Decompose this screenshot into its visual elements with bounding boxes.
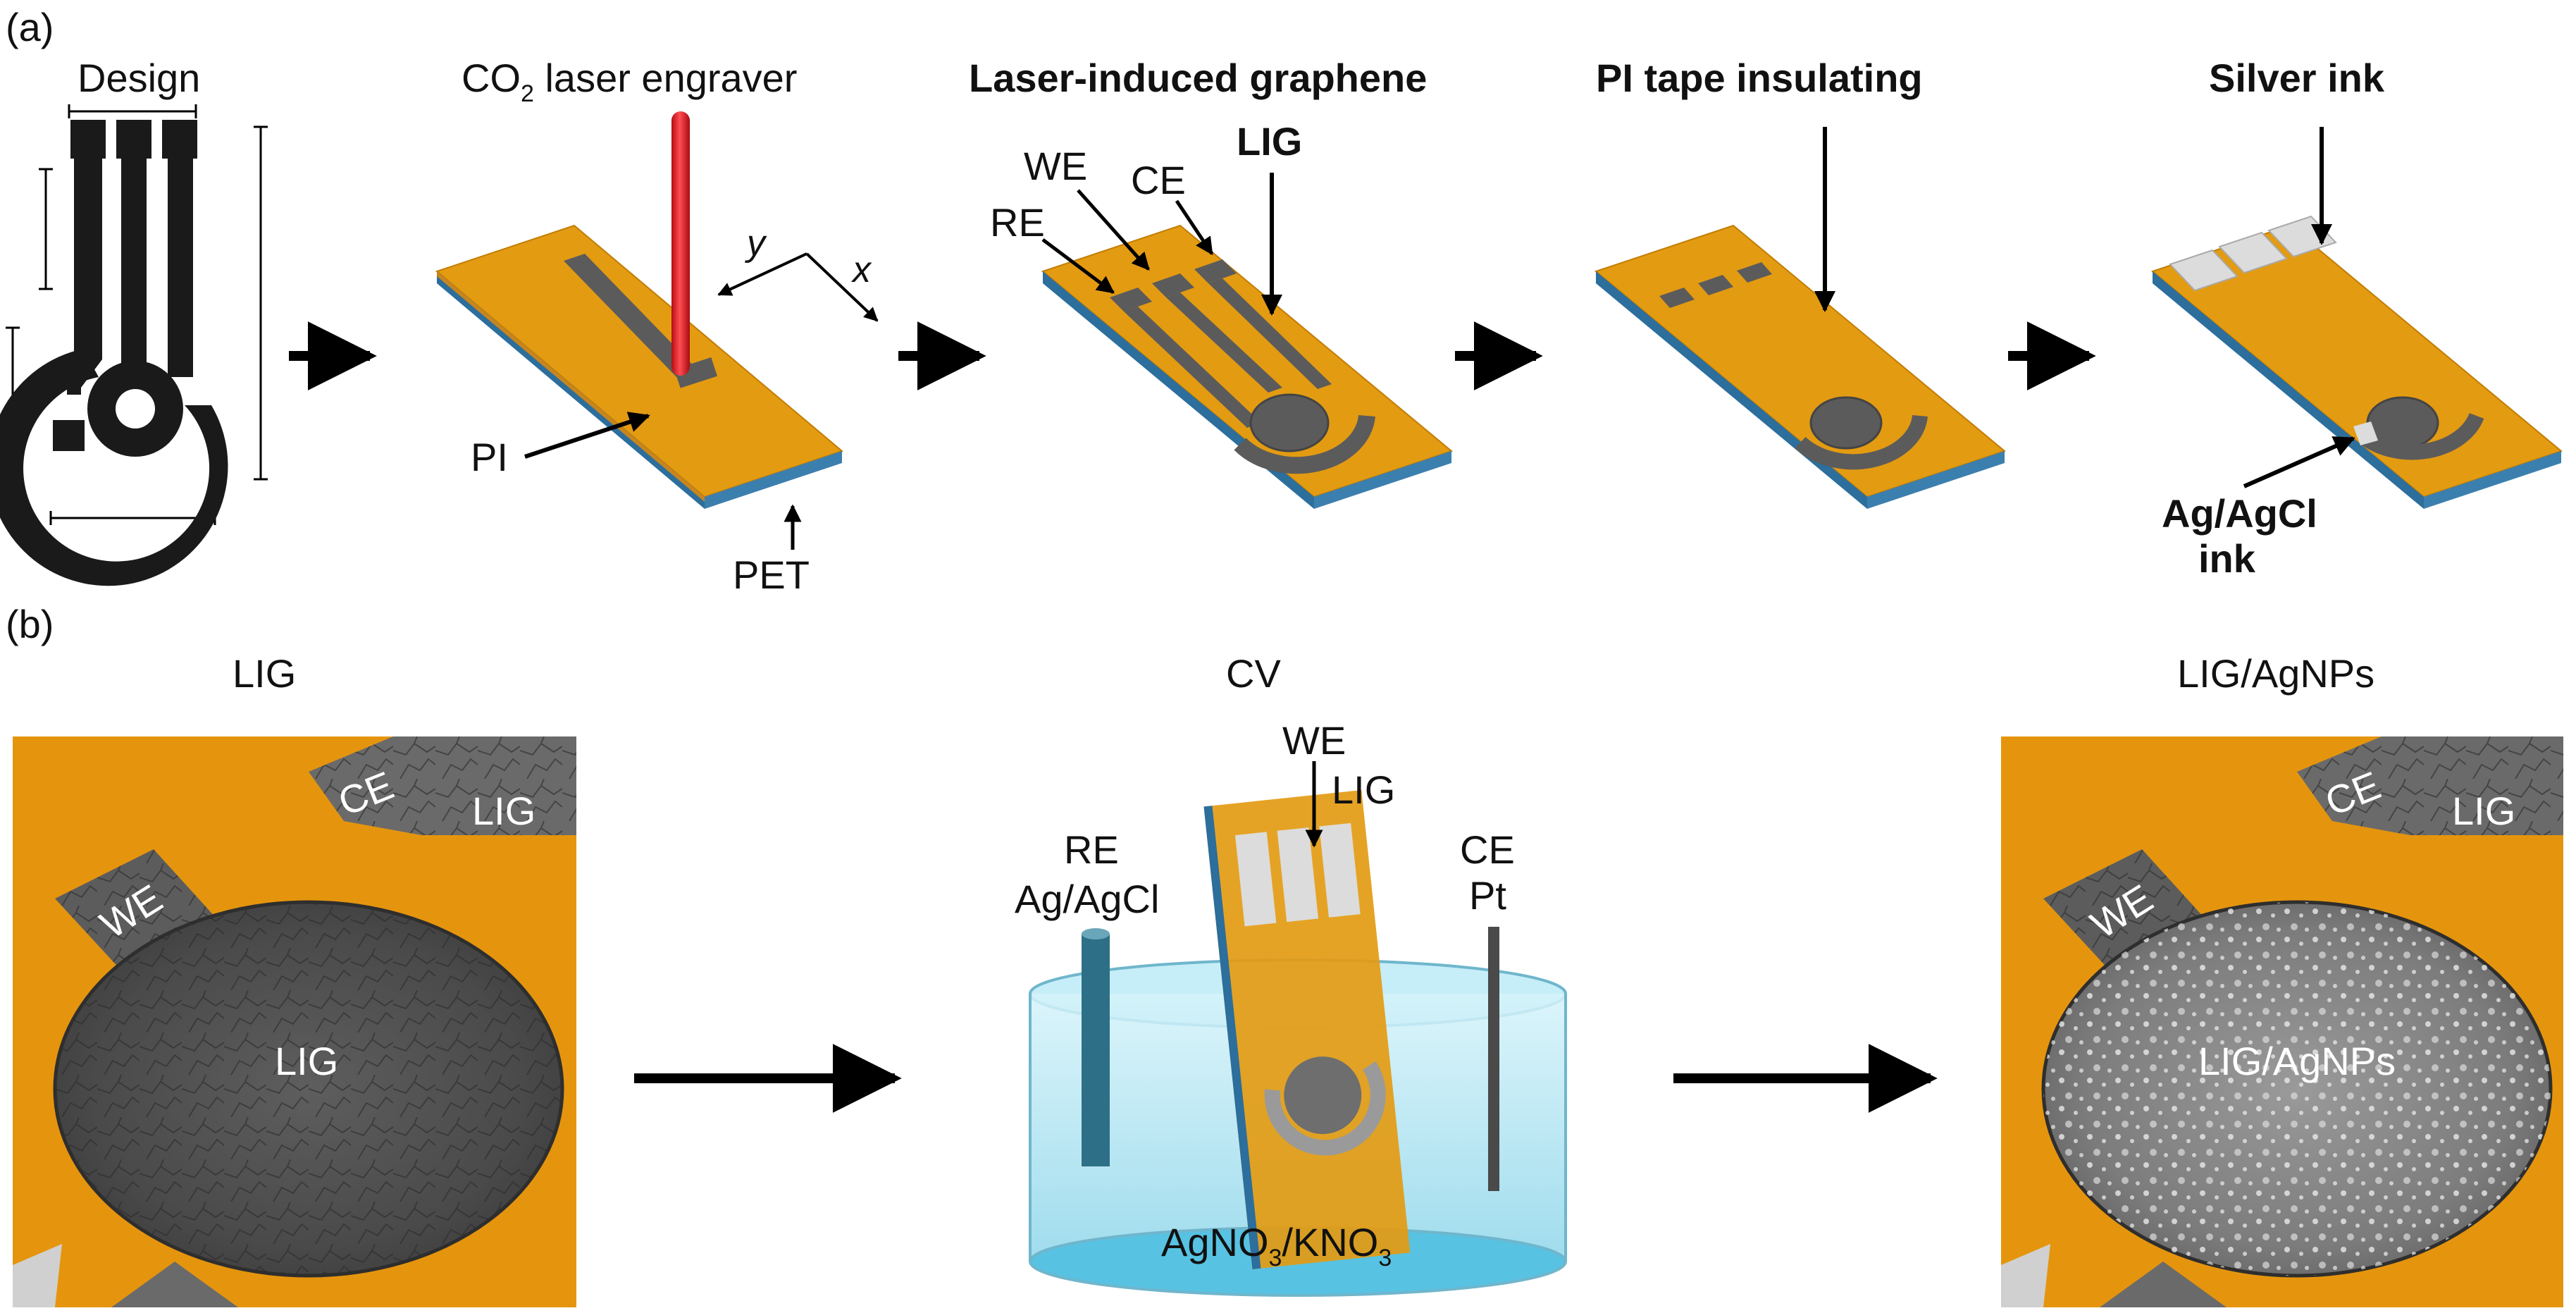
cv-solution-label: AgNO3/KNO3 xyxy=(1161,1220,1392,1271)
cv-we-label: WE xyxy=(1282,718,1346,763)
pi-label: PI xyxy=(471,435,508,479)
cv-setup: WE LIG RE Ag/AgCl CE Pt AgNO3/KNO3 xyxy=(1015,718,1567,1297)
pet-label: PET xyxy=(733,553,810,597)
lig-image-lig-top-label: LIG xyxy=(472,789,535,833)
lig-step-title: Laser-induced graphene xyxy=(969,56,1427,100)
panel-b-tag: (b) xyxy=(6,602,54,646)
lig-ce-label: CE xyxy=(1131,158,1186,202)
cv-ce-material: Pt xyxy=(1469,873,1506,918)
pi-tape-title: PI tape insulating xyxy=(1596,56,1923,100)
lig-micrograph: CE LIG WE LIG xyxy=(13,736,576,1307)
lig-re-label: RE xyxy=(990,200,1045,245)
agnps-image-center-label: LIG/AgNPs xyxy=(2198,1039,2396,1083)
laser-engraving-step: CO2 laser engraver y x PI PET xyxy=(435,56,879,597)
cv-ce-label: CE xyxy=(1460,827,1515,872)
design-label: Design xyxy=(78,56,200,100)
lig-lig-label: LIG xyxy=(1237,119,1302,164)
silver-ink-step: Silver ink Ag/AgCl ink xyxy=(2150,56,2563,581)
agnps-image-title: LIG/AgNPs xyxy=(2177,651,2374,696)
axis-y-label: y xyxy=(745,223,767,264)
lig-step: Laser-induced graphene WE RE CE LIG xyxy=(969,56,1454,509)
panel-a-tag: (a) xyxy=(6,5,54,49)
agnps-image-lig-top-label: LIG xyxy=(2452,789,2515,833)
lig-image-center-label: LIG xyxy=(275,1039,338,1083)
cv-lig-label: LIG xyxy=(1332,768,1395,812)
lig-we-label: WE xyxy=(1024,144,1087,188)
agagcl-ink-label-line2: ink xyxy=(2198,536,2256,581)
laser-title: CO2 laser engraver xyxy=(462,56,797,107)
cv-re-label: RE xyxy=(1064,827,1119,872)
silver-ink-title: Silver ink xyxy=(2209,56,2385,100)
cv-title: CV xyxy=(1226,651,1281,696)
axis-x-label: x xyxy=(850,249,872,290)
lig-image-title: LIG xyxy=(233,651,296,696)
lig-agnps-micrograph: CE LIG WE LIG/AgNPs xyxy=(2001,736,2563,1307)
electrode-design-drawing: Design xyxy=(0,56,268,586)
cv-re-material: Ag/AgCl xyxy=(1015,877,1159,921)
laser-beam xyxy=(671,111,690,376)
pi-tape-step: PI tape insulating xyxy=(1594,56,2007,509)
agagcl-ink-label-line1: Ag/AgCl xyxy=(2162,491,2317,536)
